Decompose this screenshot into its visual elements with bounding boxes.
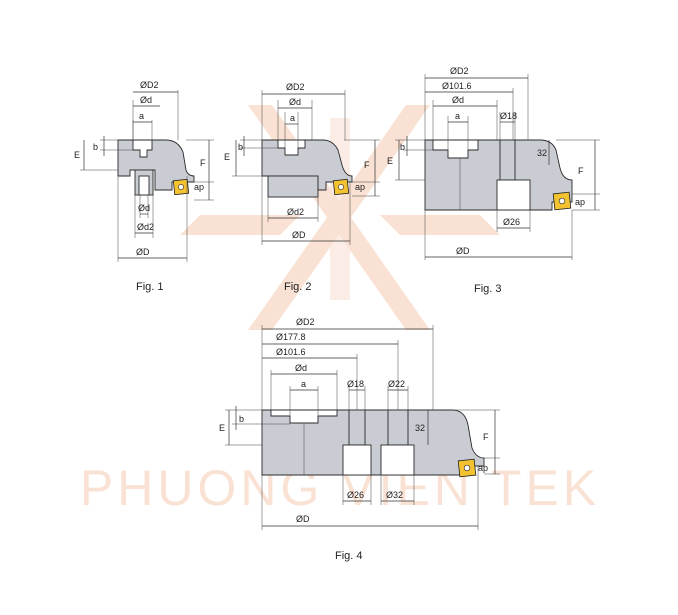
label-F: F xyxy=(200,158,206,168)
hole-22 xyxy=(387,409,409,446)
label-ap: ap xyxy=(575,197,585,207)
keyway-slot xyxy=(132,139,153,158)
label-D: ØD xyxy=(456,246,470,256)
label-D2: ØD2 xyxy=(450,66,469,76)
watermark-logo xyxy=(180,105,500,330)
cutter-body xyxy=(261,139,353,191)
label-E: E xyxy=(219,423,225,433)
label-18: Ø18 xyxy=(347,379,364,389)
label-22: Ø22 xyxy=(388,379,405,389)
arbor-bore xyxy=(138,175,150,196)
label-18: Ø18 xyxy=(500,111,517,121)
label-32-bore: Ø32 xyxy=(386,490,403,500)
label-32: 32 xyxy=(415,423,425,433)
label-a: a xyxy=(301,379,306,389)
figure-3: ØD2 Ø101.6 Ød a Ø18 b E 32 F ap Ø26 ØD F… xyxy=(387,66,600,295)
caption-fig-3: Fig. 3 xyxy=(474,283,502,295)
label-d1: Ød xyxy=(138,203,150,213)
label-26: Ø26 xyxy=(503,217,520,227)
label-ap: ap xyxy=(355,182,365,192)
caption-fig-1: Fig. 1 xyxy=(136,281,164,293)
label-E: E xyxy=(224,152,230,162)
figure-4: ØD2 Ø177.8 Ø101.6 Ød a Ø18 Ø22 b E 32 F … xyxy=(219,317,500,562)
label-d2: Ød2 xyxy=(287,207,304,217)
caption-fig-2: Fig. 2 xyxy=(284,281,312,293)
figure-2: ØD2 Ød a b E F ap Ød2 ØD Fig. 2 xyxy=(224,82,380,293)
label-101-6: Ø101.6 xyxy=(276,347,306,357)
label-ap: ap xyxy=(478,463,488,473)
insert-screw-icon xyxy=(558,197,566,205)
label-E: E xyxy=(387,156,393,166)
figure-1: ØD2 Ød a b E F ap Ød Ød2 ØD Fig. 1 xyxy=(74,80,214,293)
label-E: E xyxy=(74,150,80,160)
cutter-body xyxy=(117,139,195,191)
insert-screw-icon xyxy=(463,464,471,472)
label-a: a xyxy=(139,111,144,121)
label-D: ØD xyxy=(136,247,150,257)
hole-26 xyxy=(496,179,531,211)
label-177-8: Ø177.8 xyxy=(276,332,306,342)
hole-18 xyxy=(499,139,516,181)
hole-18 xyxy=(348,409,366,446)
cutter-body xyxy=(261,409,485,476)
label-d: Ød xyxy=(452,95,464,105)
label-a: a xyxy=(455,111,460,121)
label-D2: ØD2 xyxy=(140,80,159,90)
label-101-6: Ø101.6 xyxy=(442,81,472,91)
label-F: F xyxy=(578,166,584,176)
label-a: a xyxy=(290,113,295,123)
label-d: Ød xyxy=(289,97,301,107)
label-F: F xyxy=(483,432,489,442)
label-d2: Ød2 xyxy=(137,222,154,232)
keyway-slot xyxy=(270,409,338,424)
hole-32 xyxy=(380,444,415,476)
caption-fig-4: Fig. 4 xyxy=(335,550,363,562)
label-F: F xyxy=(364,160,370,170)
label-d: Ød xyxy=(140,95,152,105)
hole-26 xyxy=(342,444,372,476)
label-b: b xyxy=(239,414,244,424)
label-D2: ØD2 xyxy=(286,82,305,92)
label-D: ØD xyxy=(292,230,306,240)
insert-screw-icon xyxy=(178,184,184,190)
label-ap: ap xyxy=(194,182,204,192)
label-26: Ø26 xyxy=(347,490,364,500)
label-d: Ød xyxy=(295,363,307,373)
insert-screw-icon xyxy=(338,184,344,190)
label-D: ØD xyxy=(296,514,310,524)
label-b: b xyxy=(238,142,243,152)
label-b: b xyxy=(400,142,405,152)
label-32: 32 xyxy=(537,148,547,158)
keyway-slot xyxy=(432,139,479,159)
label-b: b xyxy=(93,142,98,152)
label-D2: ØD2 xyxy=(296,317,315,327)
hub xyxy=(267,175,319,198)
